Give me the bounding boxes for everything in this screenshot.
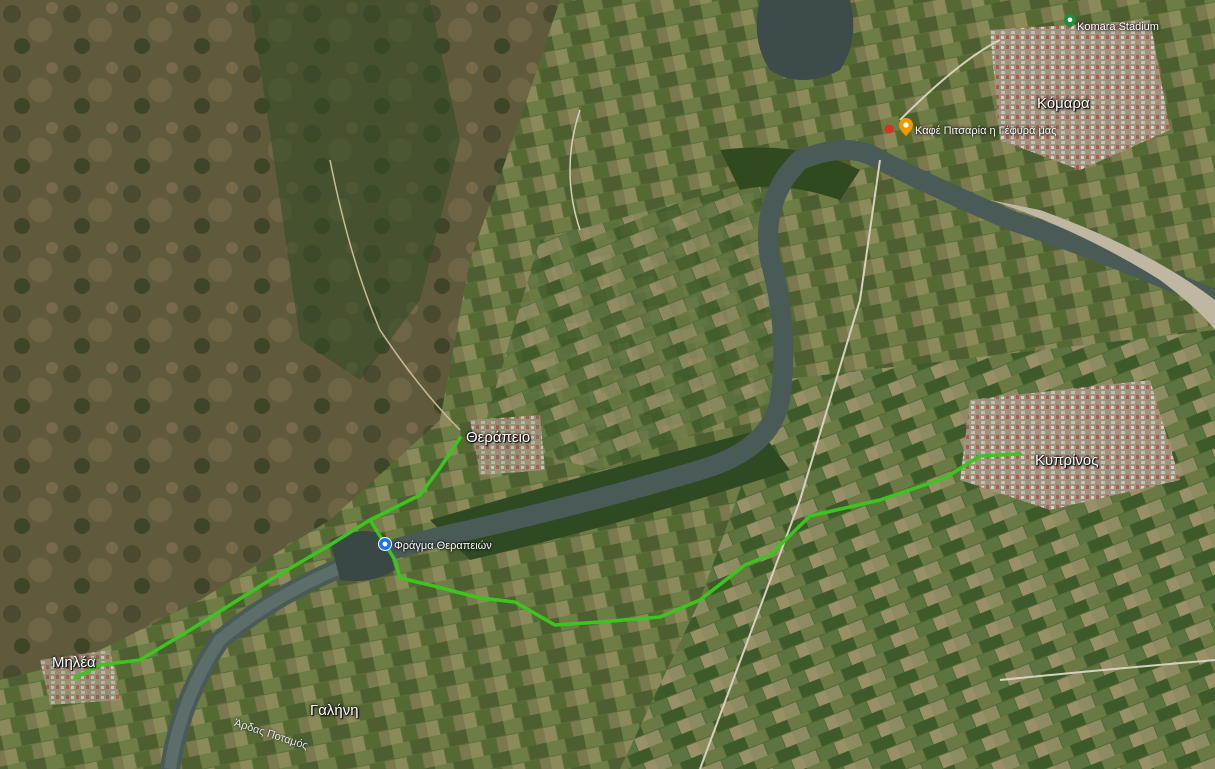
dam-label[interactable]: Φράγμα Θεραπειών bbox=[394, 540, 492, 552]
place-mylea[interactable]: Μηλέα bbox=[52, 654, 96, 671]
place-komara[interactable]: Κόμαρα bbox=[1037, 95, 1090, 112]
place-therapeio[interactable]: Θεράπειο bbox=[466, 429, 531, 446]
place-galini[interactable]: Γαλήνη bbox=[310, 702, 359, 719]
place-kyprinos[interactable]: Κυπρίνος bbox=[1035, 452, 1099, 469]
cafe-label[interactable]: Καφέ Πιτσαρία η Γέφυρα μας bbox=[915, 125, 1057, 137]
stadium-label[interactable]: Komara Stadium bbox=[1077, 21, 1159, 33]
